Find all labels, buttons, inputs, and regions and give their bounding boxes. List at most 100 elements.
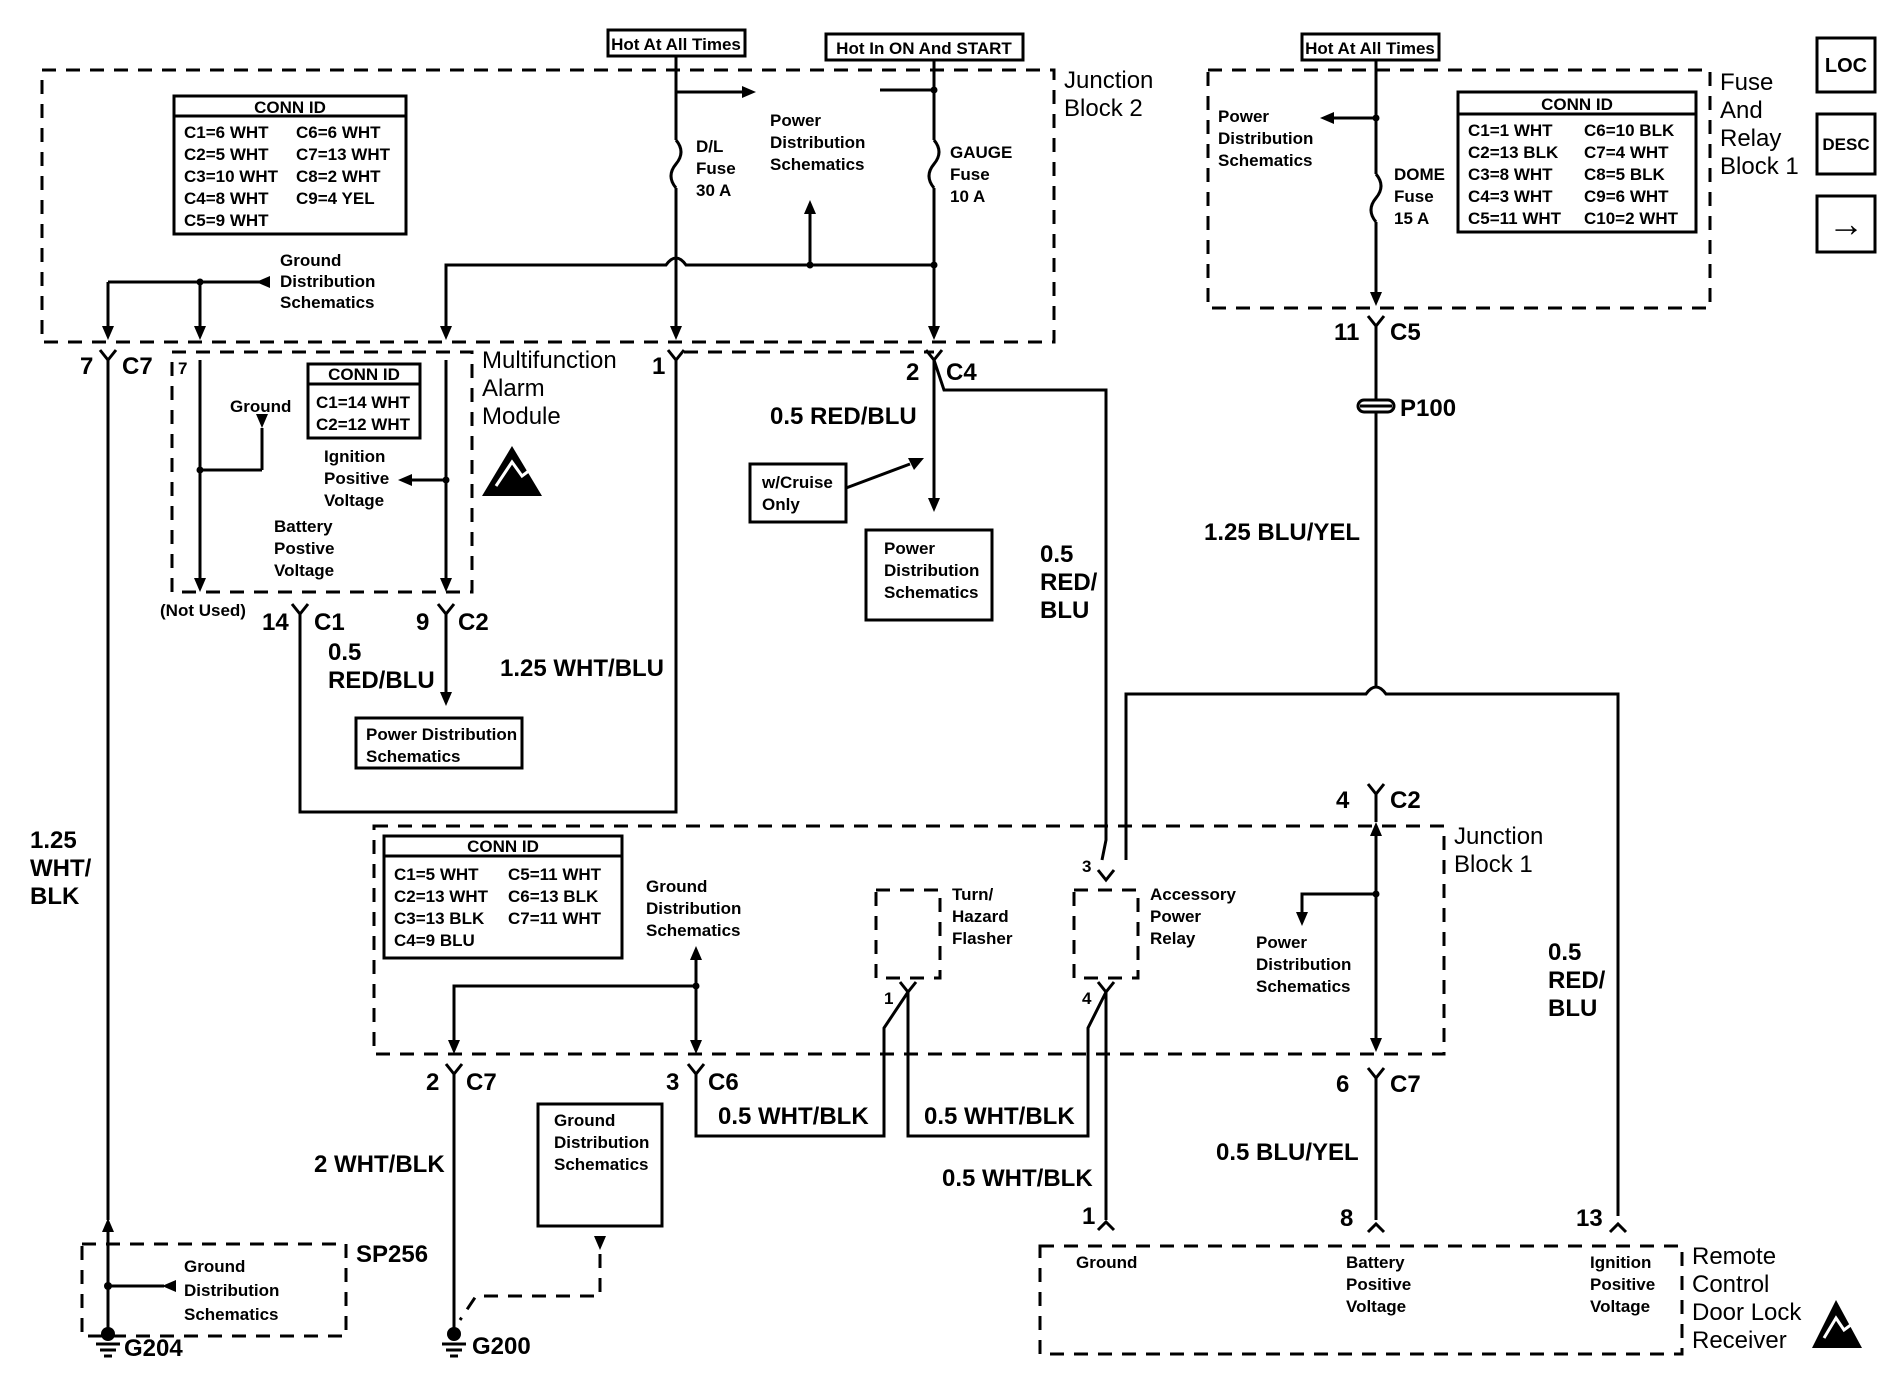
svg-text:C10=2 WHT: C10=2 WHT bbox=[1584, 209, 1679, 228]
svg-text:Block 1: Block 1 bbox=[1454, 851, 1533, 878]
svg-text:C1=6 WHT: C1=6 WHT bbox=[184, 123, 269, 142]
svg-text:13: 13 bbox=[1576, 1205, 1603, 1232]
esd-warning-icon bbox=[482, 446, 542, 496]
svg-text:C9=6 WHT: C9=6 WHT bbox=[1584, 187, 1669, 206]
svg-text:Distribution: Distribution bbox=[1218, 129, 1313, 148]
svg-text:C4: C4 bbox=[946, 359, 977, 386]
svg-text:C5=11 WHT: C5=11 WHT bbox=[1468, 209, 1562, 228]
svg-text:1.25 WHT/BLU: 1.25 WHT/BLU bbox=[500, 655, 664, 682]
svg-text:BLU: BLU bbox=[1548, 995, 1597, 1022]
svg-text:C7: C7 bbox=[1390, 1071, 1421, 1098]
svg-text:C5=9 WHT: C5=9 WHT bbox=[184, 211, 269, 230]
svg-text:Positive: Positive bbox=[1590, 1275, 1655, 1294]
next-arrow-button[interactable]: → bbox=[1815, 194, 1877, 254]
junction-block-2: Junction Block 2 CONN ID C1=6 WHT C2=5 W… bbox=[40, 56, 1153, 344]
remote-door-lock-receiver: Remote Control Door Lock Receiver 1 Grou… bbox=[1038, 1203, 1862, 1356]
svg-text:Schematics: Schematics bbox=[1218, 151, 1313, 170]
svg-text:RED/: RED/ bbox=[1548, 967, 1606, 994]
svg-text:C7=11 WHT: C7=11 WHT bbox=[508, 909, 602, 928]
svg-text:1: 1 bbox=[1082, 1203, 1095, 1230]
source-hot-in-on-start: Hot In ON And START bbox=[836, 39, 1012, 58]
svg-text:DESC: DESC bbox=[1822, 135, 1869, 154]
svg-text:Fuse: Fuse bbox=[696, 159, 736, 178]
svg-text:(Not Used): (Not Used) bbox=[160, 601, 246, 620]
svg-text:C2=13 WHT: C2=13 WHT bbox=[394, 887, 489, 906]
svg-text:Distribution: Distribution bbox=[280, 272, 375, 291]
svg-text:C7=13 WHT: C7=13 WHT bbox=[296, 145, 391, 164]
svg-text:C5: C5 bbox=[1390, 319, 1421, 346]
svg-text:Ground: Ground bbox=[184, 1257, 245, 1276]
svg-text:Schematics: Schematics bbox=[554, 1155, 649, 1174]
svg-text:Ignition: Ignition bbox=[1590, 1253, 1651, 1272]
svg-text:Control: Control bbox=[1692, 1271, 1769, 1298]
svg-text:1: 1 bbox=[652, 353, 665, 380]
svg-text:C6=10 BLK: C6=10 BLK bbox=[1584, 121, 1675, 140]
svg-text:1.25 BLU/YEL: 1.25 BLU/YEL bbox=[1204, 519, 1360, 546]
svg-text:3: 3 bbox=[1082, 857, 1091, 876]
svg-text:Schematics: Schematics bbox=[884, 583, 979, 602]
power-dist-box-2: Power Distribution Schematics bbox=[354, 716, 524, 770]
svg-text:10 A: 10 A bbox=[950, 187, 985, 206]
svg-text:Distribution: Distribution bbox=[554, 1133, 649, 1152]
ground-g204-icon bbox=[96, 1327, 120, 1358]
junction-block-1: Junction Block 1 CONN ID C1=5 WHT C2=13 … bbox=[372, 822, 1543, 1056]
svg-text:C1: C1 bbox=[314, 609, 345, 636]
dome-fuse bbox=[1369, 173, 1383, 223]
multifunction-alarm-module: Multifunction Alarm Module 7 CONN ID C1=… bbox=[160, 347, 617, 620]
cruise-box: w/Cruise Only bbox=[748, 462, 848, 524]
svg-text:Power Distribution: Power Distribution bbox=[366, 725, 517, 744]
svg-text:Ground: Ground bbox=[280, 251, 341, 270]
svg-text:CONN ID: CONN ID bbox=[1541, 95, 1613, 114]
svg-text:1.25: 1.25 bbox=[30, 827, 77, 854]
svg-text:LOC: LOC bbox=[1825, 55, 1867, 77]
svg-text:9: 9 bbox=[416, 609, 429, 636]
svg-text:P100: P100 bbox=[1400, 395, 1456, 422]
svg-text:Only: Only bbox=[762, 495, 800, 514]
svg-text:CONN ID: CONN ID bbox=[467, 837, 539, 856]
svg-text:Power: Power bbox=[1150, 907, 1201, 926]
svg-text:DOME: DOME bbox=[1394, 165, 1445, 184]
svg-text:RED/: RED/ bbox=[1040, 569, 1098, 596]
svg-text:BLK: BLK bbox=[30, 883, 80, 910]
fuse-relay-block-1: Fuse And Relay Block 1 CONN ID C1=1 WHT … bbox=[1206, 60, 1799, 310]
svg-text:GAUGE: GAUGE bbox=[950, 143, 1012, 162]
svg-text:Distribution: Distribution bbox=[1256, 955, 1351, 974]
svg-text:Distribution: Distribution bbox=[770, 133, 865, 152]
svg-text:Distribution: Distribution bbox=[884, 561, 979, 580]
svg-text:Block 1: Block 1 bbox=[1720, 153, 1799, 180]
svg-text:C2=12 WHT: C2=12 WHT bbox=[316, 415, 411, 434]
svg-text:2: 2 bbox=[906, 359, 919, 386]
svg-text:Fuse: Fuse bbox=[1720, 69, 1773, 96]
svg-text:Junction: Junction bbox=[1064, 67, 1153, 94]
svg-text:RED/BLU: RED/BLU bbox=[328, 667, 435, 694]
svg-text:C3=10 WHT: C3=10 WHT bbox=[184, 167, 279, 186]
svg-text:Alarm: Alarm bbox=[482, 375, 545, 402]
svg-text:BLU: BLU bbox=[1040, 597, 1089, 624]
svg-text:C1=1 WHT: C1=1 WHT bbox=[1468, 121, 1553, 140]
svg-text:Power: Power bbox=[1256, 933, 1307, 952]
svg-text:C8=2 WHT: C8=2 WHT bbox=[296, 167, 381, 186]
svg-text:C1=5 WHT: C1=5 WHT bbox=[394, 865, 479, 884]
svg-text:Ground: Ground bbox=[554, 1111, 615, 1130]
svg-text:WHT/: WHT/ bbox=[30, 855, 92, 882]
loc-button[interactable]: LOC bbox=[1815, 36, 1877, 94]
svg-text:Door Lock: Door Lock bbox=[1692, 1299, 1802, 1326]
svg-text:Distribution: Distribution bbox=[646, 899, 741, 918]
svg-text:Battery: Battery bbox=[1346, 1253, 1405, 1272]
svg-text:Schematics: Schematics bbox=[646, 921, 741, 940]
svg-text:Accessory: Accessory bbox=[1150, 885, 1237, 904]
svg-text:C7: C7 bbox=[466, 1069, 497, 1096]
frb1-conn-id-table: CONN ID C1=1 WHT C2=13 BLK C3=8 WHT C4=3… bbox=[1456, 90, 1698, 234]
svg-text:Schematics: Schematics bbox=[366, 747, 461, 766]
svg-text:15 A: 15 A bbox=[1394, 209, 1429, 228]
svg-text:w/Cruise: w/Cruise bbox=[761, 473, 833, 492]
desc-button[interactable]: DESC bbox=[1815, 112, 1877, 176]
svg-text:Remote: Remote bbox=[1692, 1243, 1776, 1270]
svg-text:Hazard: Hazard bbox=[952, 907, 1009, 926]
svg-text:D/L: D/L bbox=[696, 137, 723, 156]
svg-text:Fuse: Fuse bbox=[950, 165, 990, 184]
svg-text:Receiver: Receiver bbox=[1692, 1327, 1787, 1354]
svg-text:C1=14 WHT: C1=14 WHT bbox=[316, 393, 411, 412]
svg-text:2 WHT/BLK: 2 WHT/BLK bbox=[314, 1151, 445, 1178]
